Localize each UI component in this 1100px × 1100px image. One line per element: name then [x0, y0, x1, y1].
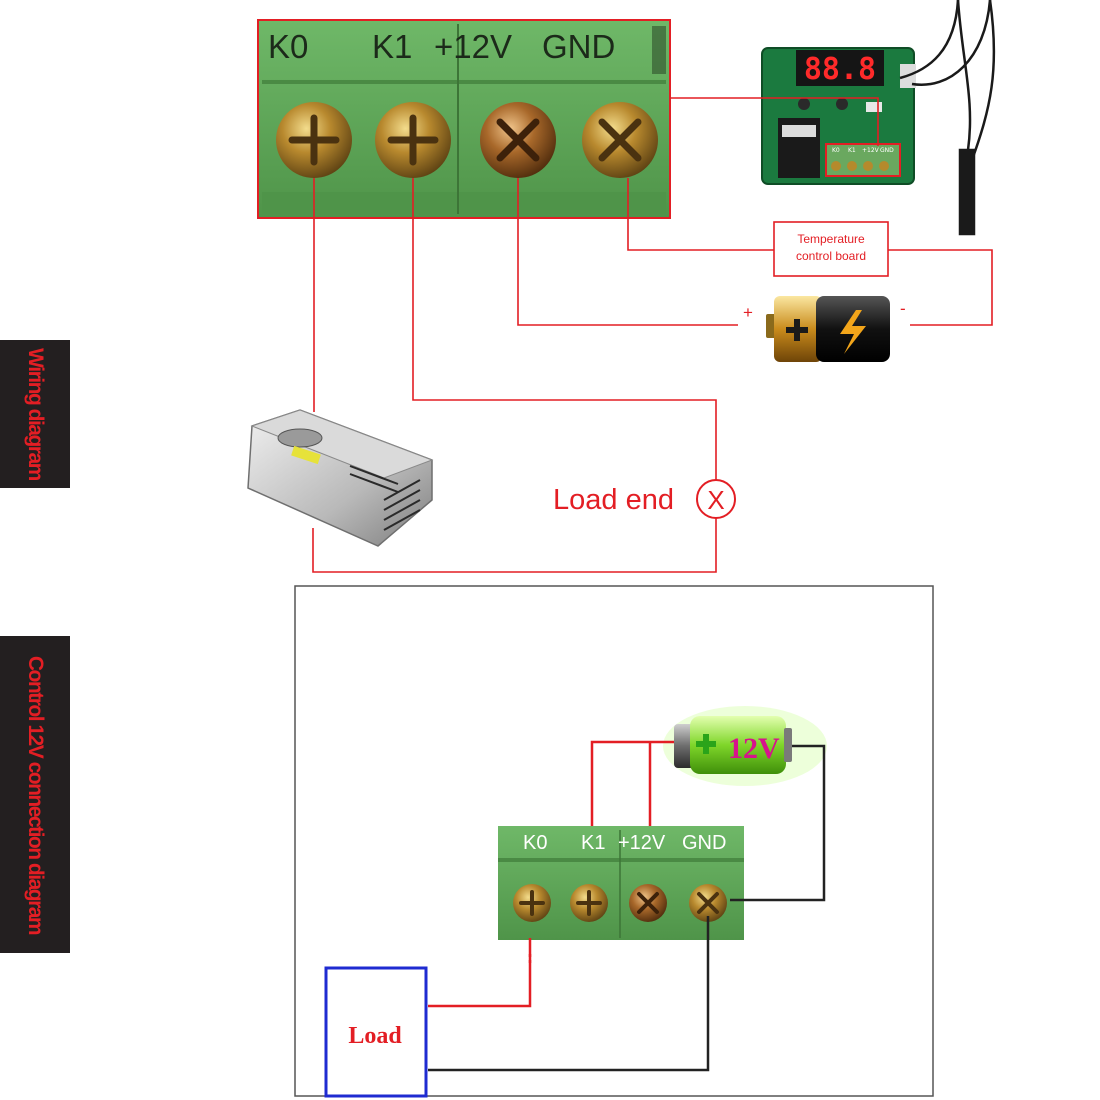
top-screw-k0 — [276, 102, 352, 178]
fan-icon — [277, 428, 323, 448]
bottom-screw-k1 — [570, 884, 608, 922]
top-screw-12v — [480, 102, 556, 178]
mini-terminal-label-k1: K1 — [848, 147, 856, 154]
lightning-icon — [840, 310, 866, 354]
load-end-label: Load end — [553, 484, 674, 516]
bottom-screw-gnd — [689, 884, 727, 922]
top-terminal-label-gnd: GND — [542, 28, 615, 65]
top-terminal-label-12v: +12V — [434, 28, 512, 65]
temperature-board-label-line1: Temperature — [797, 232, 865, 246]
bottom-terminal-block: K0 K1 +12V GND — [498, 826, 744, 940]
top-wires — [312, 97, 993, 573]
load-end-symbol: X — [707, 485, 724, 515]
thermostat-display: 88.8 — [804, 52, 876, 87]
bottom-terminal-label-12v: +12V — [618, 832, 666, 854]
side-tab-wiring-diagram: Wiring diagram — [0, 340, 70, 488]
battery-plus-sign: + — [743, 303, 753, 322]
battery-minus-sign: - — [900, 299, 906, 318]
bottom-screw-12v — [629, 884, 667, 922]
side-tab-control-connection-diagram: Control 12V connection diagram — [0, 636, 70, 953]
load-end-lamp-icon — [696, 479, 736, 519]
mini-terminal-label-12v: +12V — [862, 147, 880, 154]
bottom-screw-k0 — [513, 884, 551, 922]
bottom-terminal-label-k1: K1 — [581, 832, 605, 854]
top-terminal-label-k0: K0 — [268, 28, 308, 65]
top-terminal-block: K0 K1 +12V GND — [257, 19, 671, 219]
load-label: Load — [348, 1023, 402, 1049]
top-battery: + - — [743, 296, 906, 362]
bottom-terminal-label-gnd: GND — [682, 832, 726, 854]
bottom-battery-label: 12V — [728, 732, 780, 765]
load-box: Load — [324, 966, 428, 1098]
bottom-wires — [428, 740, 826, 1072]
top-terminal-label-k1: K1 — [372, 28, 412, 65]
mini-terminal-label-gnd: GND — [880, 147, 894, 154]
bottom-terminal-label-k0: K0 — [523, 832, 547, 854]
top-screw-k1 — [375, 102, 451, 178]
thermostat-board: 88.8 K0 K1 +12V GND — [761, 47, 916, 185]
mini-terminal-label-k0: K0 — [832, 147, 840, 154]
temperature-board-label-line2: control board — [796, 249, 866, 263]
bottom-battery-12v: 12V — [663, 706, 827, 786]
top-screw-gnd — [582, 102, 658, 178]
temperature-control-board-label-box: Temperature control board — [773, 221, 889, 277]
temperature-probe-cable — [899, 0, 996, 236]
load-end-indicator: Load end X — [553, 479, 736, 519]
